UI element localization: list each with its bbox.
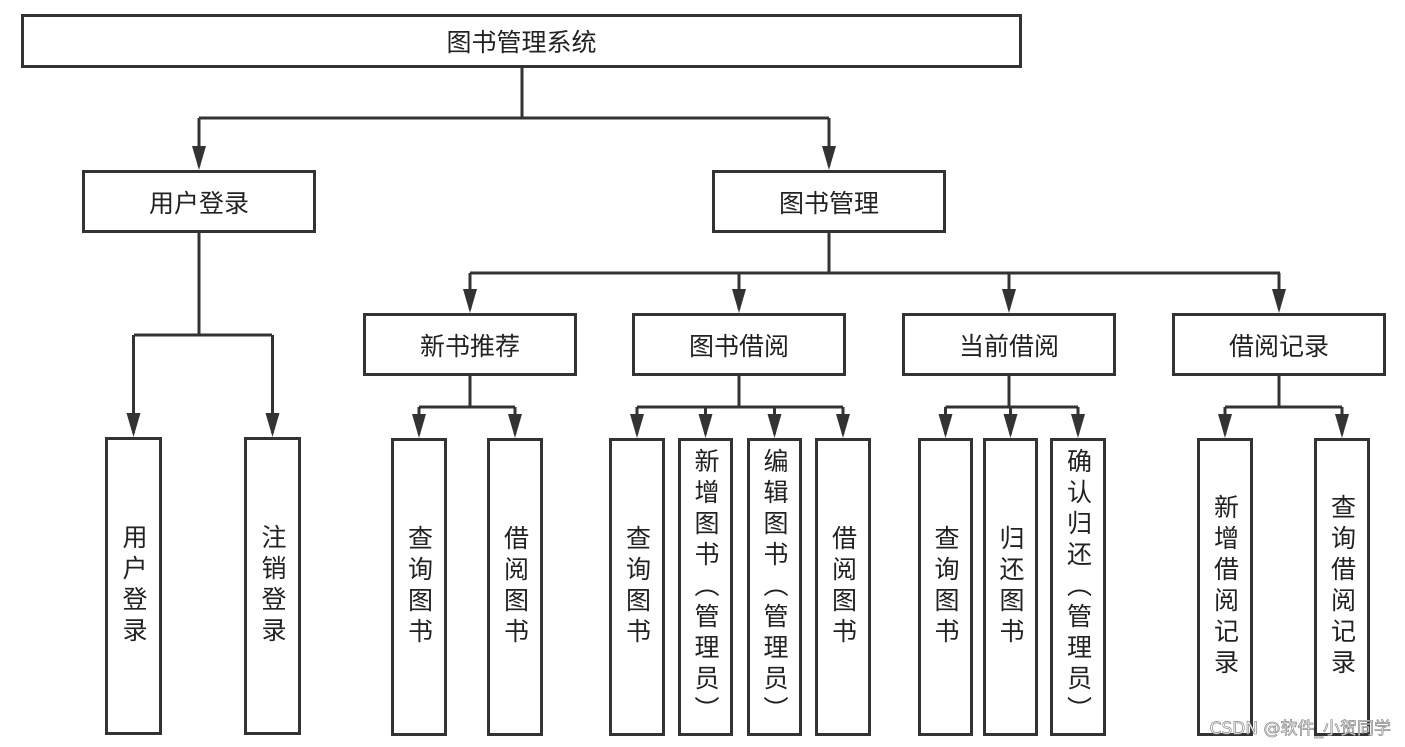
leaf-node: 用户登录 xyxy=(105,437,162,735)
node-label: 查询借阅记录 xyxy=(1327,494,1357,680)
arrowhead-icon xyxy=(1218,414,1232,438)
arrowhead-icon xyxy=(1071,414,1085,438)
node-label: 确认归还（管理员） xyxy=(1063,447,1093,727)
arrowhead-icon xyxy=(822,146,836,170)
leaf-node: 新增图书（管理员） xyxy=(678,438,733,736)
branch-node: 图书管理 xyxy=(712,170,946,233)
leaf-node: 查询图书 xyxy=(918,438,973,736)
arrowhead-icon xyxy=(1272,289,1286,313)
node-label: 新书推荐 xyxy=(419,331,520,361)
arrowhead-icon xyxy=(126,413,141,437)
arrowhead-icon xyxy=(938,414,953,438)
node-label: 编辑图书（管理员） xyxy=(760,447,789,727)
arrowhead-icon xyxy=(1002,289,1016,313)
arrowhead-icon xyxy=(463,289,477,313)
module-node: 新书推荐 xyxy=(363,313,577,376)
node-label: 图书管理 xyxy=(778,188,879,218)
leaf-node: 查询借阅记录 xyxy=(1314,438,1370,736)
node-label: 查询图书 xyxy=(404,525,434,649)
arrowhead-icon xyxy=(1335,414,1349,438)
leaf-node: 查询图书 xyxy=(609,438,665,736)
watermark: CSDN @软件_小贺同学 xyxy=(1209,719,1391,740)
leaf-node: 注销登录 xyxy=(244,437,301,735)
node-label: 新增图书（管理员） xyxy=(691,447,720,727)
module-node: 借阅记录 xyxy=(1172,313,1386,376)
node-label: 借阅图书 xyxy=(500,525,530,649)
arrowhead-icon xyxy=(630,414,644,438)
arrowhead-icon xyxy=(1003,414,1018,438)
arrowhead-icon xyxy=(508,414,522,438)
leaf-node: 确认归还（管理员） xyxy=(1050,438,1106,736)
leaf-node: 查询图书 xyxy=(391,438,447,736)
leaf-node: 借阅图书 xyxy=(815,438,871,736)
leaf-node: 新增借阅记录 xyxy=(1197,438,1253,736)
node-label: 用户登录 xyxy=(119,524,148,648)
arrowhead-icon xyxy=(192,146,206,170)
node-label: 查询图书 xyxy=(931,525,960,649)
leaf-node: 编辑图书（管理员） xyxy=(747,438,802,736)
leaf-node: 借阅图书 xyxy=(487,438,543,736)
node-label: 当前借阅 xyxy=(958,331,1059,361)
node-label: 归还图书 xyxy=(996,525,1025,649)
node-label: 用户登录 xyxy=(148,188,249,218)
node-label: 借阅记录 xyxy=(1228,331,1329,361)
module-node: 图书借阅 xyxy=(632,313,846,376)
branch-node: 用户登录 xyxy=(82,170,316,233)
arrowhead-icon xyxy=(698,414,713,438)
node-label: 新增借阅记录 xyxy=(1210,494,1240,680)
leaf-node: 归还图书 xyxy=(983,438,1038,736)
arrowhead-icon xyxy=(836,414,850,438)
node-label: 查询图书 xyxy=(622,525,652,649)
node-label: 注销登录 xyxy=(258,524,287,648)
node-label: 图书借阅 xyxy=(688,331,789,361)
node-label: 借阅图书 xyxy=(828,525,858,649)
arrowhead-icon xyxy=(265,413,280,437)
module-node: 当前借阅 xyxy=(902,313,1116,376)
arrowhead-icon xyxy=(412,414,426,438)
node-label: 图书管理系统 xyxy=(446,28,597,57)
arrowhead-icon xyxy=(732,289,746,313)
arrowhead-icon xyxy=(767,414,782,438)
root-node: 图书管理系统 xyxy=(21,14,1022,68)
